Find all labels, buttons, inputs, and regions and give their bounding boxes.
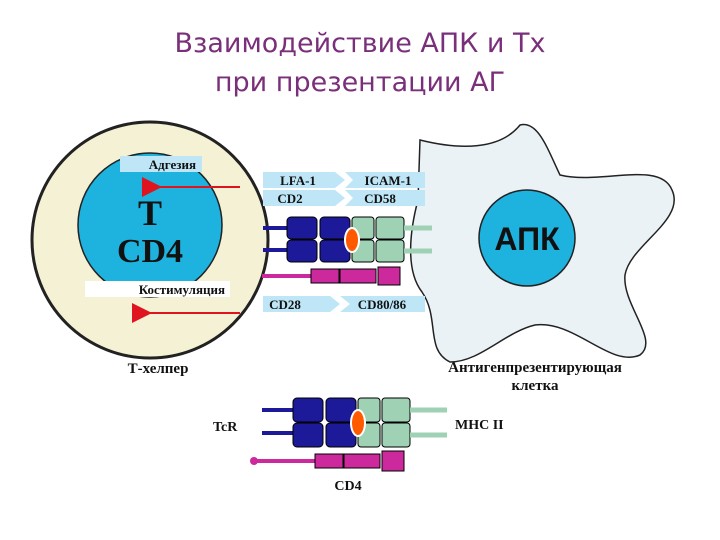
cd2-band (263, 190, 345, 206)
costim-label-box (85, 281, 230, 297)
t-cell-marker: CD4 (117, 233, 183, 270)
apc-caption-line-2: клетка (512, 378, 559, 394)
apc-label: АПК (494, 221, 560, 257)
upper-mhc-d (375, 239, 405, 263)
upper-antigen (344, 227, 360, 253)
upper-cd4-molecule (262, 266, 401, 286)
legend-antigen (350, 409, 366, 437)
legend-mhc-d (381, 422, 411, 448)
upper-tcr-alpha-2 (286, 239, 318, 263)
slide-title: Взаимодействие АПК и Тх при презентации … (0, 24, 720, 102)
adhesion-label: Адгезия (149, 157, 196, 172)
legend-mhc-label: MHC II (455, 418, 504, 433)
title-line-1: Взаимодействие АПК и Тх (174, 28, 546, 59)
adhesion-label-box (120, 156, 202, 172)
apc-nucleus (478, 189, 576, 287)
legend-tcr-alpha (292, 397, 324, 423)
t-cell-caption: Т-хелпер (128, 361, 189, 377)
cd28-label: CD28 (269, 297, 301, 312)
title-line-2: при презентации АГ (214, 67, 506, 98)
icam1-band (345, 172, 425, 188)
cd28-band (263, 296, 340, 312)
icam1-label: ICAM-1 (365, 173, 412, 188)
upper-tcr-mhc-complex (263, 216, 432, 263)
cd80-86-band (340, 296, 425, 312)
apc-caption-line-1: Антигенпрезентирующая (448, 360, 622, 376)
legend-tcr-label: TcR (213, 420, 238, 435)
lfa1-band (263, 172, 345, 188)
costim-label: Костимуляция (139, 282, 225, 297)
cd2-label: CD2 (277, 191, 302, 206)
cd80-86-label: CD80/86 (358, 297, 407, 312)
legend-cd4-label: CD4 (334, 479, 361, 494)
upper-tcr-alpha (286, 216, 318, 240)
cd58-label: CD58 (364, 191, 396, 206)
upper-mhc-b (375, 216, 405, 240)
legend-mhc-b (381, 397, 411, 423)
legend-tcr-alpha-2 (292, 422, 324, 448)
legend-tcr-mhc-complex (262, 397, 447, 448)
cd58-band (345, 190, 425, 206)
legend-cd4-molecule (250, 450, 405, 472)
lfa1-label: LFA-1 (280, 173, 316, 188)
t-cell-letter: T (138, 193, 162, 233)
